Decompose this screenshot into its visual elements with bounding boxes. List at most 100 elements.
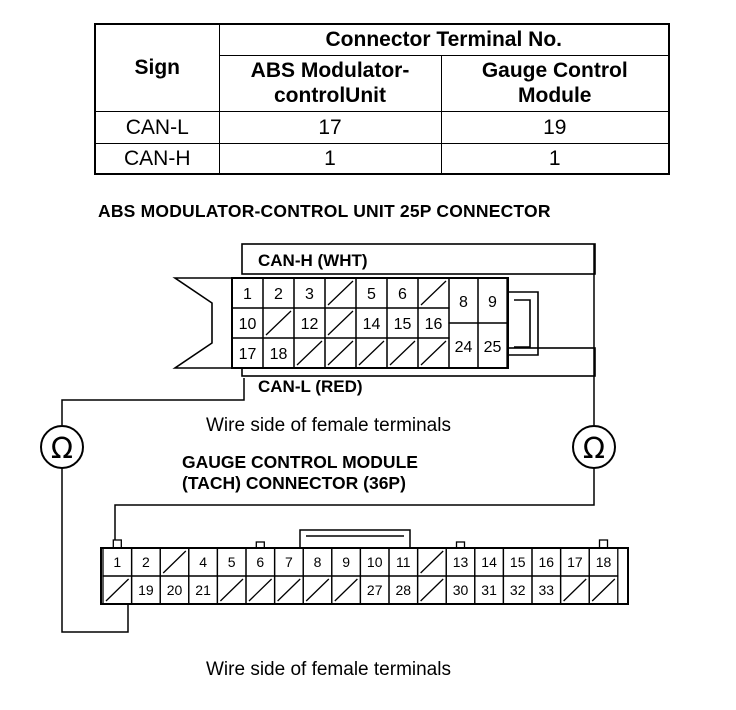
gauge-terminal-number: 16	[539, 554, 555, 570]
gauge-terminal-number: 10	[367, 554, 383, 570]
gauge-locator-tab	[112, 539, 122, 549]
abs-unused-terminal-slash	[296, 340, 323, 366]
abs-unused-terminal-slash	[420, 280, 447, 306]
abs-unused-terminal-slash	[420, 340, 447, 366]
gauge-terminal-number: 5	[228, 554, 236, 570]
gauge-terminal-number: 18	[596, 554, 612, 570]
row-sign: CAN-L	[94, 110, 220, 144]
can-h-label: CAN-H (WHT)	[258, 251, 368, 270]
abs-wire-side-label: Wire side of female terminals	[206, 415, 451, 436]
abs-unused-terminal-slash	[389, 340, 416, 366]
abs-terminal-number: 5	[367, 286, 376, 303]
gauge-connector-title-line1: GAUGE CONTROL MODULE	[182, 452, 418, 472]
gauge-terminal-number: 30	[453, 582, 469, 598]
abs-terminal-cell	[477, 322, 508, 369]
gauge-terminal-number: 21	[195, 582, 211, 598]
abs-terminal-number: 15	[394, 316, 412, 333]
gauge-unused-terminal-slash	[420, 578, 444, 602]
header-gauge-line2: Module	[518, 84, 592, 107]
abs-connector-title: ABS MODULATOR-CONTROL UNIT 25P CONNECTOR	[98, 201, 551, 221]
wire-can-l-top	[61, 378, 245, 425]
can-l-label: CAN-L (RED)	[258, 377, 363, 396]
abs-terminal-number: 9	[488, 294, 497, 311]
gauge-terminal-number: 9	[342, 554, 350, 570]
header-abs-line2: controlUnit	[274, 84, 386, 107]
row-gauge-terminal: 19	[440, 110, 670, 144]
ohmmeter-left-icon	[40, 425, 84, 469]
gauge-terminal-number: 32	[510, 582, 526, 598]
gauge-terminal-number: 11	[396, 554, 411, 570]
gauge-unused-terminal-slash	[591, 578, 616, 602]
header-connector-terminal: Connector Terminal No.	[218, 23, 670, 56]
gauge-connector-title-line2: (TACH) CONNECTOR (36P)	[182, 473, 406, 493]
abs-terminal-number: 3	[305, 286, 314, 303]
abs-terminal-number: 24	[455, 339, 473, 356]
abs-terminal-number: 18	[270, 346, 288, 363]
terminal-table: Sign Connector Terminal No. ABS Modulato…	[94, 23, 670, 175]
gauge-terminal-number: 1	[113, 554, 121, 570]
abs-unused-terminal-slash	[358, 340, 385, 366]
abs-terminal-number: 1	[243, 286, 252, 303]
table-row: CAN-L 17 19	[94, 110, 670, 144]
abs-side-lock	[508, 291, 539, 356]
gauge-terminal-number: 28	[396, 582, 412, 598]
gauge-unused-terminal-slash	[563, 578, 587, 602]
abs-terminal-number: 25	[484, 339, 502, 356]
abs-terminal-number: 2	[274, 286, 283, 303]
gauge-terminal-number: 14	[481, 554, 497, 570]
gauge-unused-terminal-slash	[334, 578, 358, 602]
abs-top-latch-strip	[241, 243, 596, 275]
abs-terminal-number: 8	[459, 294, 468, 311]
abs-terminal-number: 12	[301, 316, 319, 333]
abs-terminal-number: 10	[239, 316, 257, 333]
abs-terminal-number: 14	[363, 316, 381, 333]
gauge-unused-terminal-slash	[420, 550, 444, 574]
abs-release-tab	[172, 277, 233, 369]
wire-can-h-bottom	[114, 468, 595, 548]
row-abs-terminal: 1	[218, 142, 442, 175]
gauge-terminal-cell	[588, 575, 619, 605]
gauge-unused-terminal-slash	[248, 578, 273, 602]
abs-terminal-number: 6	[398, 286, 407, 303]
abs-unused-terminal-slash	[327, 310, 354, 336]
gauge-unused-terminal-slash	[219, 578, 244, 602]
abs-unused-terminal-slash	[327, 340, 354, 366]
gauge-terminal-number: 27	[367, 582, 383, 598]
gauge-unused-terminal-slash	[162, 550, 187, 574]
abs-side-lock-inner	[514, 299, 531, 348]
wire-can-l-bottom	[61, 468, 129, 633]
abs-terminal-number: 16	[425, 316, 443, 333]
ohm-symbol-left: Ω	[51, 431, 73, 465]
ohmmeter-right-icon	[572, 425, 616, 469]
header-sign: Sign	[94, 23, 220, 112]
gauge-terminal-number: 7	[285, 554, 293, 570]
gauge-locator-tab	[598, 539, 609, 549]
gauge-unused-terminal-slash	[105, 578, 130, 602]
gauge-terminal-number: 33	[539, 582, 555, 598]
gauge-terminal-number: 17	[567, 554, 583, 570]
gauge-terminal-number: 19	[138, 582, 154, 598]
gauge-terminal-number: 31	[481, 582, 497, 598]
table-row: CAN-H 1 1	[94, 142, 670, 175]
gauge-center-latch	[299, 529, 411, 548]
abs-unused-terminal-slash	[327, 280, 354, 306]
gauge-terminal-number: 15	[510, 554, 526, 570]
row-gauge-terminal: 1	[440, 142, 670, 175]
gauge-terminal-number: 6	[256, 554, 264, 570]
header-gauge-line1: Gauge Control	[481, 59, 628, 82]
gauge-unused-terminal-slash	[305, 578, 330, 602]
gauge-terminal-number: 2	[142, 554, 150, 570]
header-abs-line1: ABS Modulator-	[250, 59, 410, 82]
gauge-terminal-number: 13	[453, 554, 469, 570]
gauge-terminal-number: 20	[167, 582, 183, 598]
row-sign: CAN-H	[94, 142, 220, 175]
abs-unused-terminal-slash	[265, 310, 292, 336]
gauge-unused-terminal-slash	[277, 578, 301, 602]
abs-terminal-number: 17	[239, 346, 257, 363]
row-abs-terminal: 17	[218, 110, 442, 144]
gauge-terminal-number: 8	[314, 554, 322, 570]
gauge-wire-side-label: Wire side of female terminals	[206, 659, 451, 680]
ohm-symbol-right: Ω	[583, 431, 605, 465]
gauge-terminal-number: 4	[199, 554, 207, 570]
